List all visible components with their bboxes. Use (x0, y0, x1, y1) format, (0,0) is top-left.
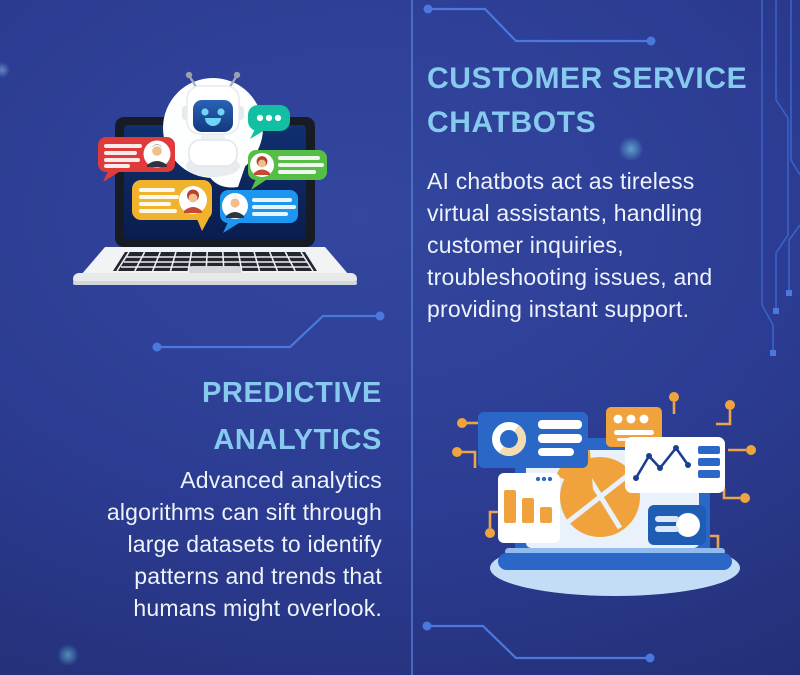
circuit-node-dots-top (423, 4, 656, 46)
bar-chart-bars-icon (504, 490, 552, 523)
donut-chart-card-icon (478, 412, 588, 468)
body-line: algorithms can sift through (106, 499, 382, 525)
title-line: CUSTOMER SERVICE (427, 62, 748, 95)
body-line: providing instant support. (427, 296, 690, 322)
body-line: troubleshooting issues, and (427, 264, 713, 290)
chat-bubble-green-icon (248, 150, 327, 190)
line-chart-card-icon (625, 437, 725, 493)
body-line: AI chatbots act as tireless (427, 168, 695, 194)
typing-chat-bubble-icon (248, 105, 290, 139)
laptop-base-icon (498, 548, 732, 570)
body-line: patterns and trends that (134, 563, 382, 589)
orange-circuit-nodes-icon (452, 392, 756, 561)
chat-bubble-red-icon (98, 137, 175, 182)
title-line: PREDICTIVE (201, 377, 382, 409)
body-line: humans might overlook. (133, 595, 382, 621)
chat-bubble-yellow-icon (132, 180, 212, 231)
robot-icon (163, 71, 263, 188)
body-line: Advanced analytics (180, 467, 382, 493)
circuit-node-dots-bottom (422, 621, 655, 663)
body-line: large datasets to identify (127, 531, 382, 557)
bar-chart-card-icon (498, 473, 560, 543)
section-title-predictive-analytics: PREDICTIVE ANALYTICS (12, 370, 382, 464)
analytics-dashboard-illustration (452, 392, 756, 596)
section-title-customer-service: CUSTOMER SERVICE CHATBOTS (427, 57, 747, 145)
column-divider (411, 0, 413, 675)
body-line: customer inquiries, (427, 232, 624, 258)
section-body-customer-service: AI chatbots act as tireless virtual assi… (427, 165, 712, 325)
title-line: CHATBOTS (427, 106, 597, 139)
laptop-base-icon (73, 247, 357, 285)
chatbot-laptop-illustration (73, 71, 357, 285)
section-body-predictive-analytics: Advanced analytics algorithms can sift t… (2, 464, 382, 624)
profile-card-icon (648, 505, 706, 545)
body-line: virtual assistants, handling (427, 200, 703, 226)
circuit-trace-bottom-right (427, 624, 650, 660)
circuit-traces-right-edge (761, 0, 800, 352)
chat-bubble-blue-icon (220, 190, 298, 233)
circuit-terminal-squares (770, 290, 792, 356)
orange-circuit-lines-icon (457, 402, 746, 551)
title-line: ANALYTICS (213, 424, 382, 456)
circuit-trace-middle-left (157, 314, 380, 349)
circuit-trace-top (428, 7, 651, 43)
circuit-node-dots-middle (152, 311, 385, 352)
